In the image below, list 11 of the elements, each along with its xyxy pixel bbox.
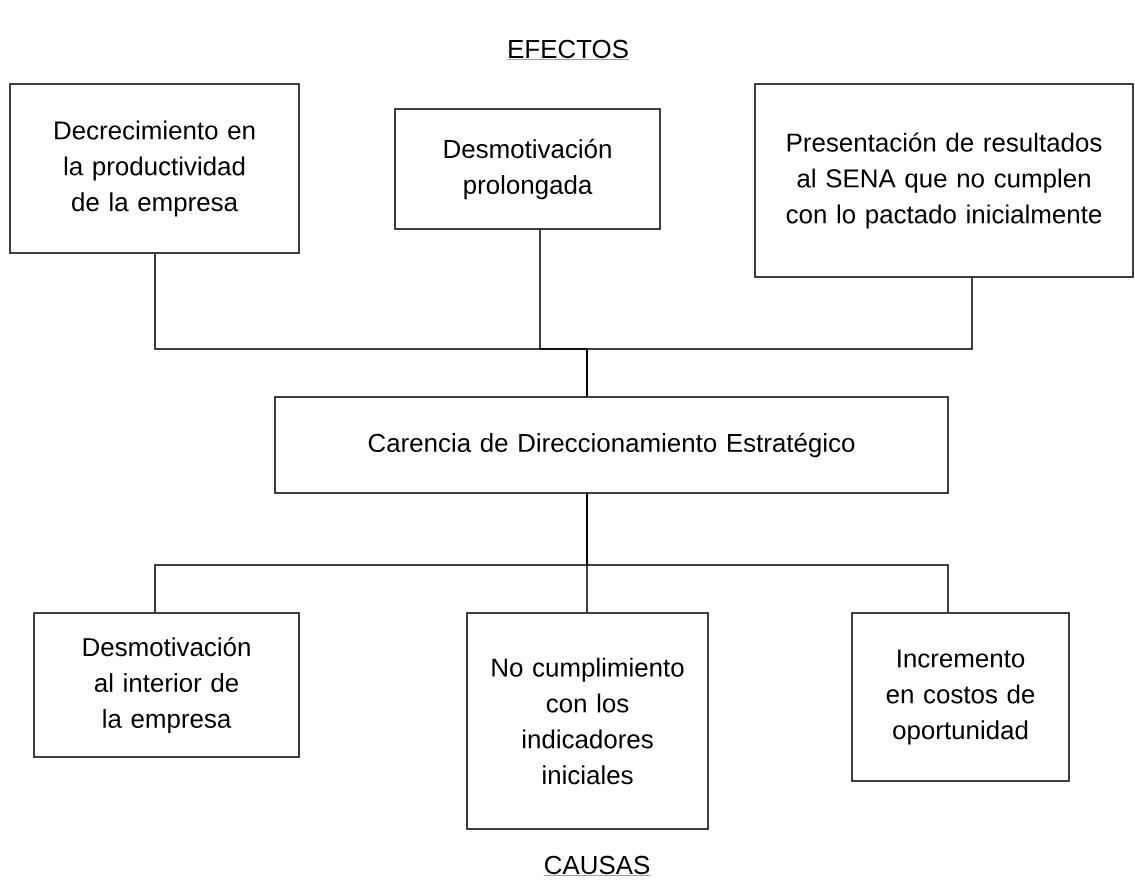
text-box: Incremento en costos de oportunidad xyxy=(851,612,1070,782)
section-heading: EFECTOS xyxy=(506,39,630,60)
connector-line xyxy=(586,493,949,613)
text-box: Desmotivación al interior de la empresa xyxy=(33,612,300,758)
text-box: No cumplimiento con los indicadores iniciales xyxy=(466,612,709,830)
connector-line xyxy=(586,277,973,397)
text-box: Desmotivación prolongada xyxy=(394,108,661,230)
text-box: Decrecimiento en la productividad de la empresa xyxy=(9,83,300,254)
section-heading: CAUSAS xyxy=(543,855,651,876)
text-box: Presentación de resultados al SENA que no cumplen con lo pactado inicialmente xyxy=(754,83,1134,278)
text-box: Carencia de Direccionamiento Estratégico xyxy=(274,396,949,494)
